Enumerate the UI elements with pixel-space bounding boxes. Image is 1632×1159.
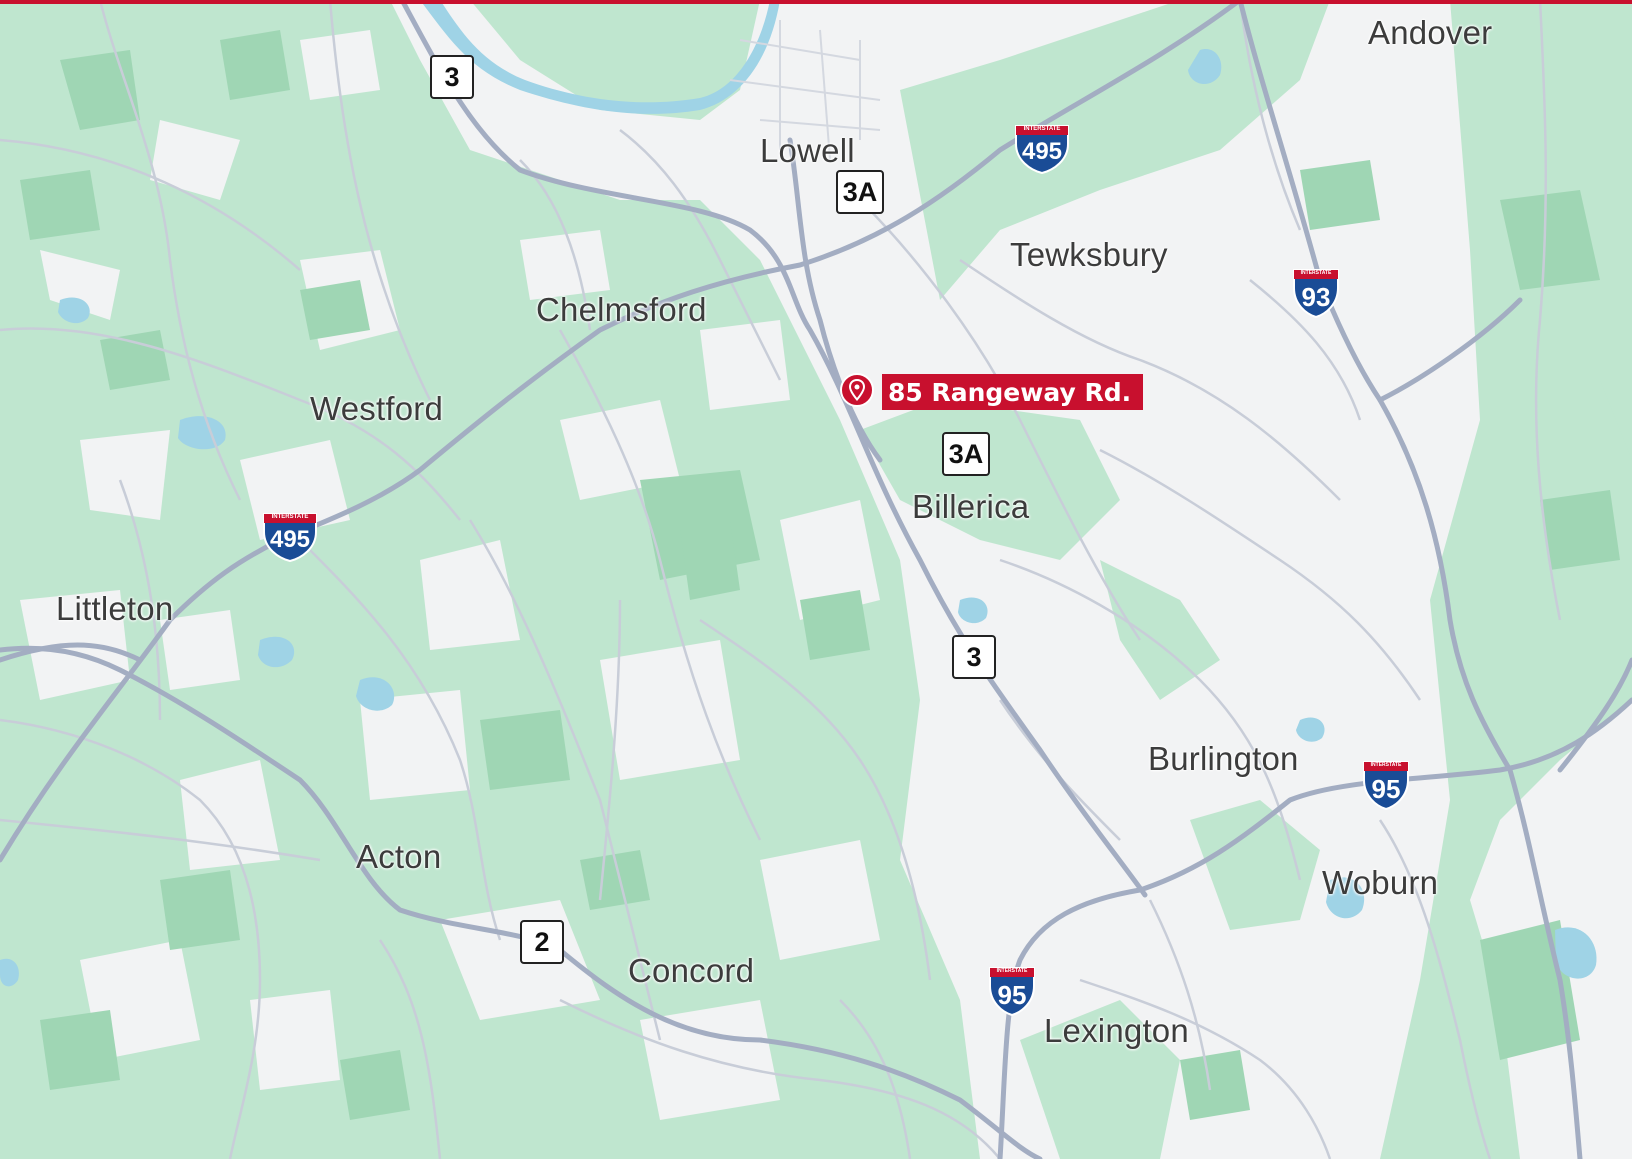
place-label-chelmsford: Chelmsford bbox=[536, 291, 707, 328]
place-label-andover: Andover bbox=[1368, 14, 1493, 51]
place-label-billerica: Billerica bbox=[912, 488, 1030, 525]
place-label-tewksbury: Tewksbury bbox=[1010, 236, 1168, 273]
lowell-grid bbox=[729, 20, 881, 161]
route-3-shield: 3 bbox=[952, 635, 996, 679]
place-label-littleton: Littleton bbox=[56, 590, 174, 627]
interstate-93-shield: INTERSTATE 93 bbox=[1292, 268, 1340, 318]
map-pin-icon[interactable] bbox=[840, 373, 874, 407]
place-label-acton: Acton bbox=[356, 838, 442, 875]
forest-patches bbox=[20, 30, 1620, 1120]
location-label[interactable]: 85 Rangeway Rd. bbox=[882, 374, 1144, 410]
route-3a-shield: 3A bbox=[942, 432, 990, 476]
map-pin-glyph-icon bbox=[848, 379, 866, 401]
interstate-95-shield: INTERSTATE 95 bbox=[988, 966, 1036, 1016]
interstate-95-shield: INTERSTATE 95 bbox=[1362, 760, 1410, 810]
local-roads bbox=[0, 0, 1562, 1159]
route-3a-shield: 3A bbox=[836, 170, 884, 214]
place-label-burlington: Burlington bbox=[1148, 740, 1299, 777]
interstate-495-shield: INTERSTATE 495 bbox=[262, 512, 318, 562]
top-accent-bar bbox=[0, 0, 1632, 4]
place-label-lowell: Lowell bbox=[760, 132, 855, 169]
place-label-concord: Concord bbox=[628, 952, 755, 989]
interstate-495-shield: INTERSTATE 495 bbox=[1014, 124, 1070, 174]
place-label-woburn: Woburn bbox=[1322, 864, 1439, 901]
place-label-lexington: Lexington bbox=[1044, 1012, 1189, 1049]
place-label-westford: Westford bbox=[310, 390, 444, 427]
route-3-shield: 3 bbox=[430, 55, 474, 99]
route-2-shield: 2 bbox=[520, 920, 564, 964]
